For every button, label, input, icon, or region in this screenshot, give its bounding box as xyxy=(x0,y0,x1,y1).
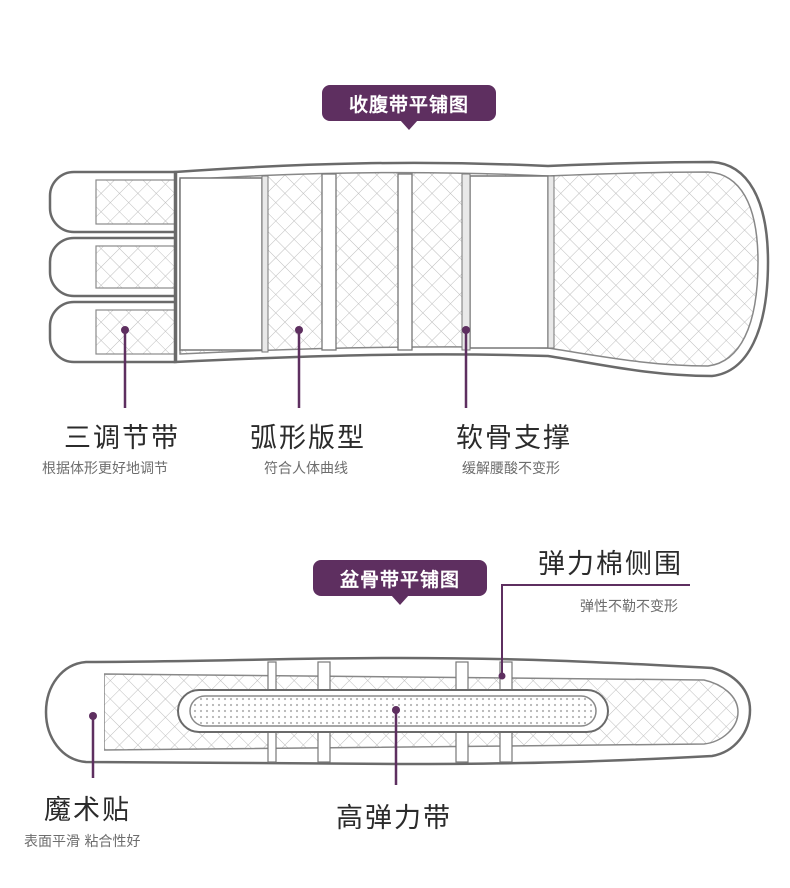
panel-white-1 xyxy=(179,177,263,351)
feature-label-adjustable-straps: 三调节带 xyxy=(64,423,180,454)
bone-5 xyxy=(547,175,555,349)
feature-label-boning-support: 软骨支撑 xyxy=(456,423,572,454)
pelvic-belt-title: 盆骨带平铺图 xyxy=(313,560,487,605)
velcro-desc: 表面平滑 粘合性好 xyxy=(24,834,141,850)
side-panel-label: 弹力棉侧围 xyxy=(538,549,683,580)
bone-4 xyxy=(461,173,471,351)
feature-desc-boning-support: 缓解腰酸不变形 xyxy=(462,461,560,477)
bone-1 xyxy=(261,175,269,353)
bone-2 xyxy=(321,173,337,351)
feature-desc-curved-cut: 符合人体曲线 xyxy=(264,461,348,477)
feature-desc-adjustable-straps: 根据体形更好地调节 xyxy=(42,461,168,477)
panel-white-2 xyxy=(469,175,549,349)
bone-3 xyxy=(397,173,413,351)
pelvic-pointers xyxy=(89,584,690,785)
abdominal-pointers xyxy=(121,326,470,408)
abdominal-belt-drawing xyxy=(48,160,770,378)
elastic-strap-label: 高弹力带 xyxy=(336,803,452,834)
abdominal-belt-title: 收腹带平铺图 xyxy=(322,85,496,130)
side-panel-desc: 弹性不勒不变形 xyxy=(580,599,678,615)
feature-label-curved-cut: 弧形版型 xyxy=(250,423,366,454)
velcro-label: 魔术贴 xyxy=(44,795,131,826)
